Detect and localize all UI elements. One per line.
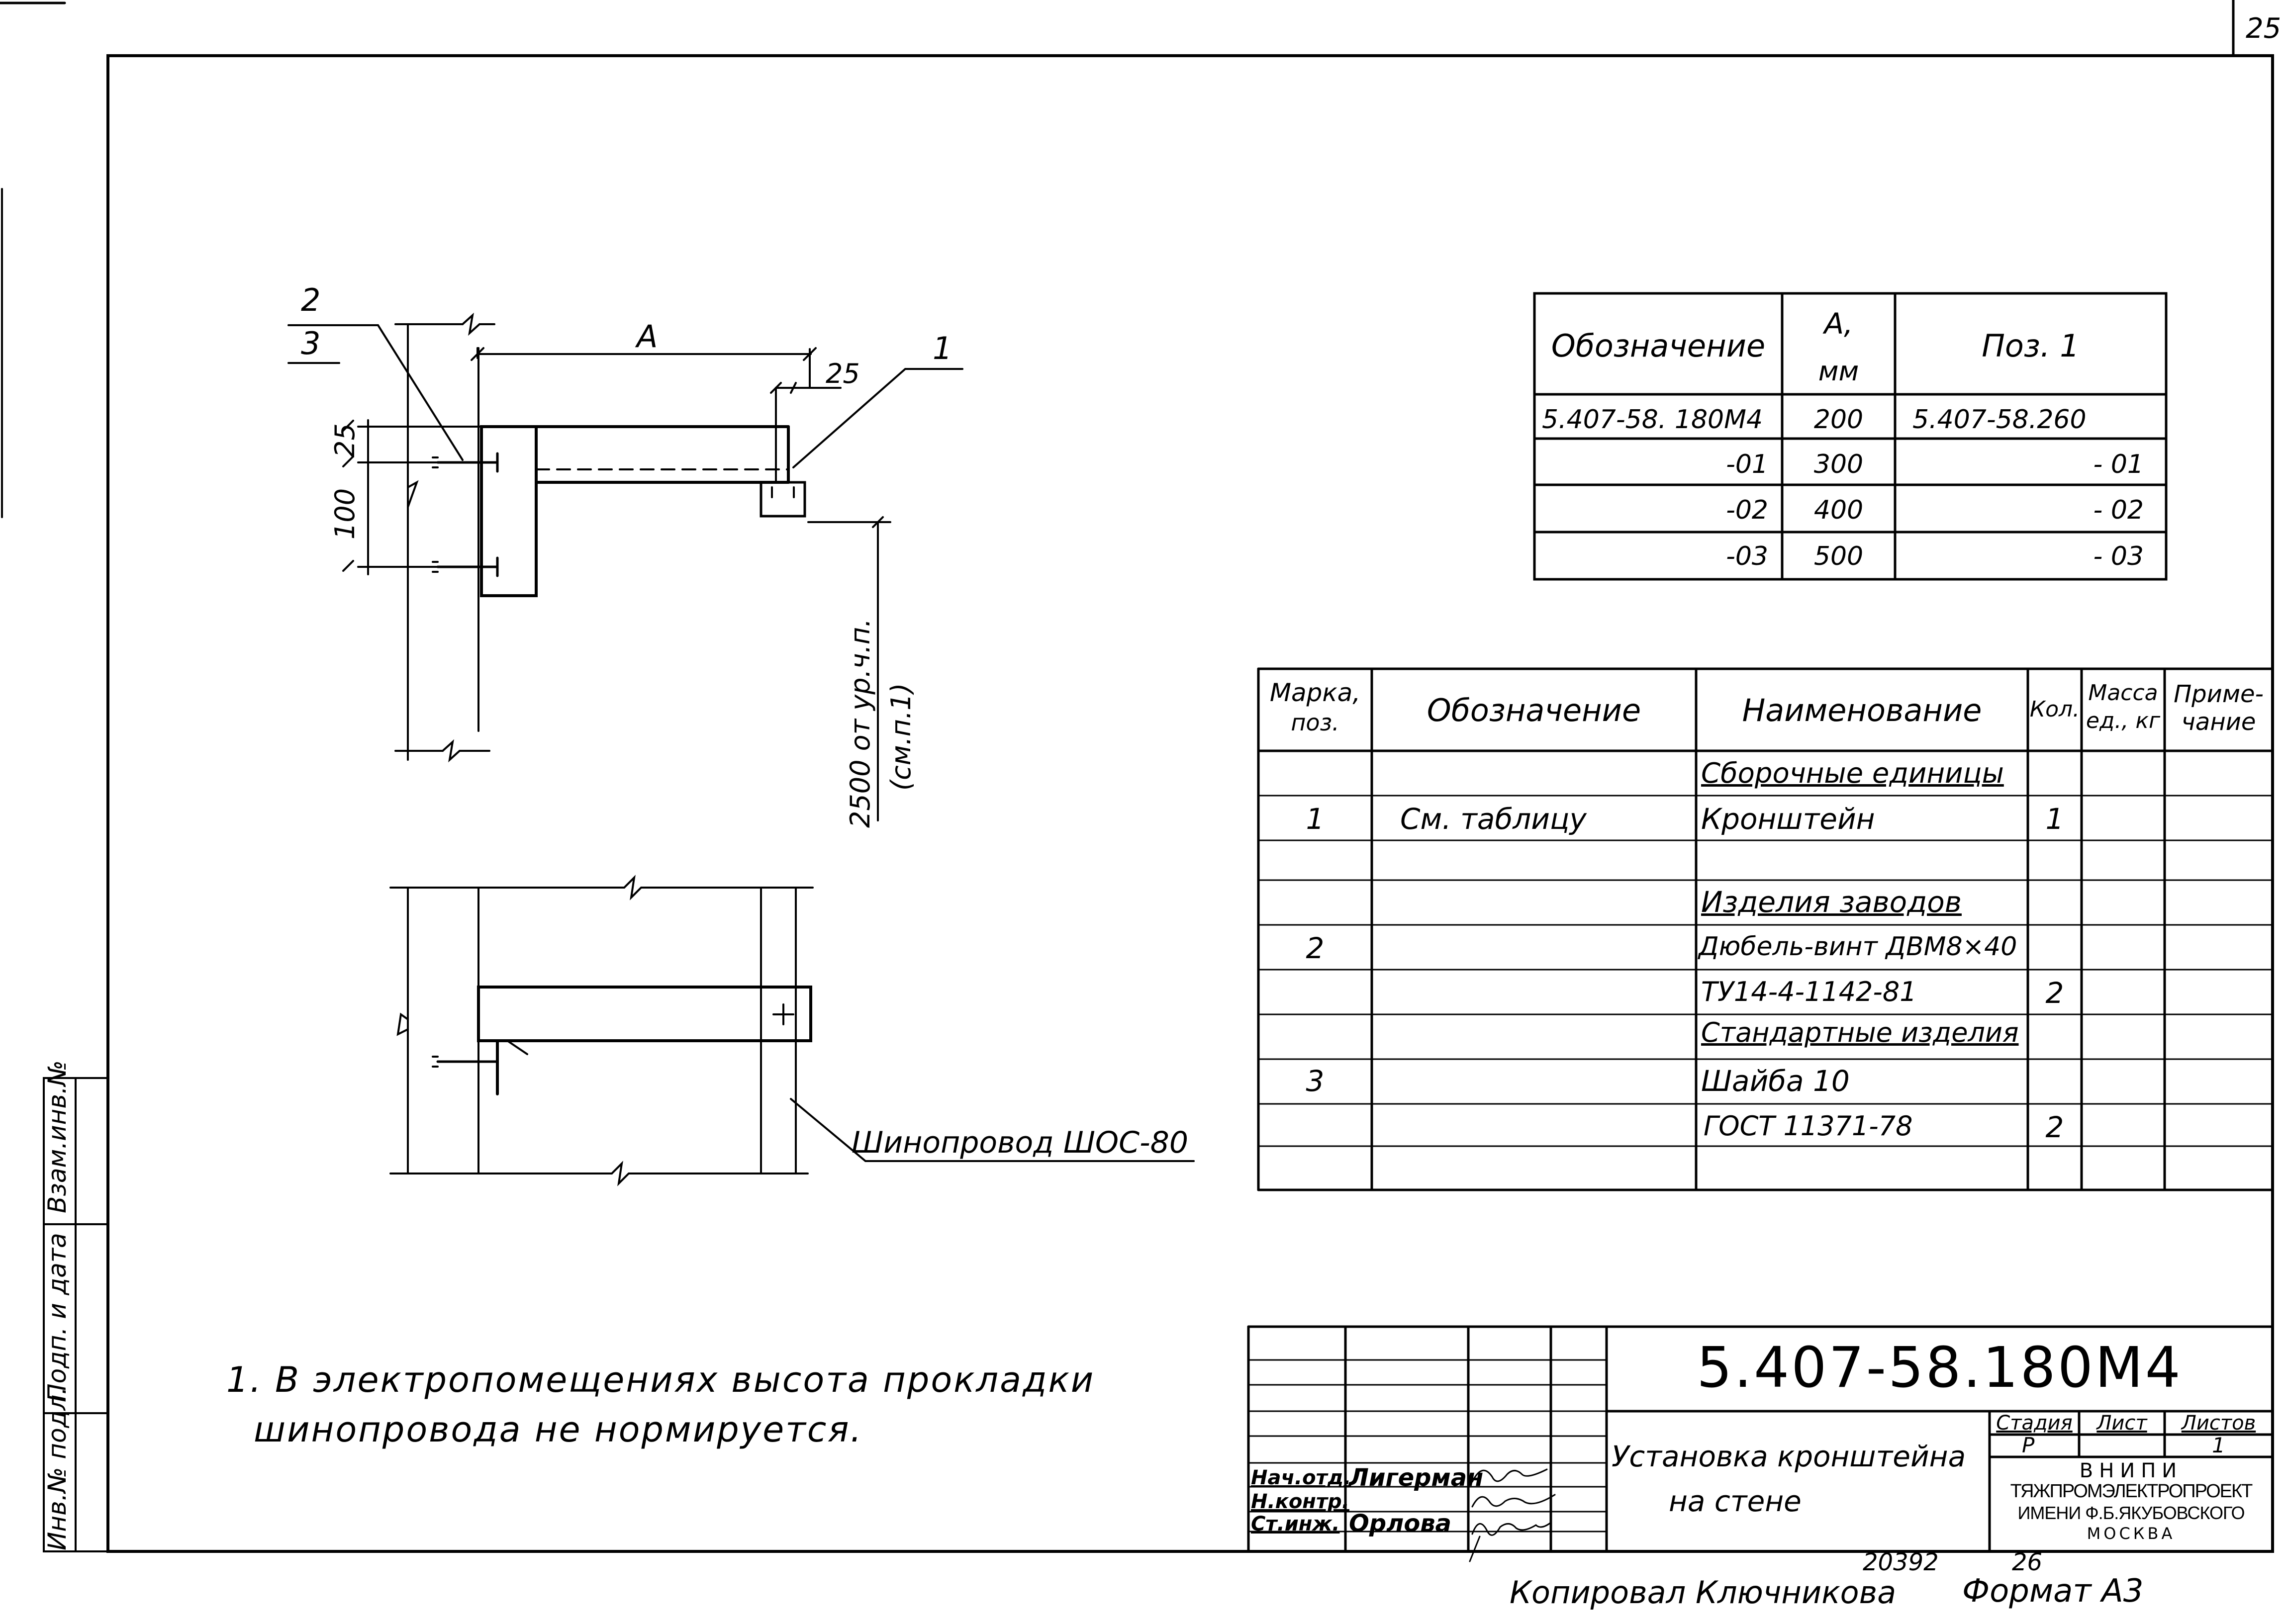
variants-row-0-designation: 5.407-58. 180М4: [1542, 405, 1763, 435]
inner-frame: [106, 54, 2274, 1553]
variants-row-3-pos: - 03: [2093, 541, 2144, 571]
dim-25-top-label: 25: [826, 358, 860, 389]
variants-row-2-pos: - 02: [2093, 495, 2144, 525]
pos-2-label: 2: [301, 282, 320, 318]
title-block-title-line2: на стене: [1669, 1484, 1802, 1518]
spec-row-5-qty: 2: [2045, 976, 2064, 1010]
spec-row-1-designation: См. таблицу: [1400, 802, 1587, 836]
title-block-stage-label: Стадия: [1996, 1412, 2073, 1435]
title-block-role-0: Нач.отд.: [1251, 1466, 1351, 1489]
variants-header-a: А,: [1824, 307, 1853, 341]
variants-header-mm: мм: [1818, 356, 1859, 387]
side-view: [389, 875, 1195, 1186]
side-stamp-field-signature: Подп. и дата: [43, 1233, 72, 1402]
dim-25-left-label: 25: [329, 423, 361, 457]
spec-row-8-name: ГОСТ 11371-78: [1704, 1110, 1913, 1142]
spec-header-mark-line1: Марка,: [1269, 678, 1361, 707]
side-stamp-field-inventory: Инв.№ подл.: [43, 1386, 72, 1550]
side-stamp-field-replacement: Взам.инв.№: [43, 1060, 72, 1213]
title-block-sheets-label: Листов: [2181, 1412, 2256, 1435]
spec-row-7-name: Шайба 10: [1701, 1064, 1850, 1098]
spec-row-3-name: Изделия заводов: [1701, 885, 1962, 919]
spec-table-grid: [1257, 667, 2274, 1191]
variants-row-1-designation: -01: [1726, 450, 1768, 479]
spec-row-1-name: Кронштейн: [1701, 802, 1875, 836]
variants-header-designation: Обозначение: [1551, 328, 1766, 364]
variants-row-2-designation: -02: [1726, 495, 1768, 525]
archive-number: 20392: [1863, 1548, 1939, 1576]
variants-row-3-designation: -03: [1726, 541, 1768, 571]
note-line-2: шинопровода не нормируется.: [254, 1409, 863, 1450]
variants-row-1-pos: - 01: [2093, 450, 2144, 479]
copied-by: Копировал Ключникова: [1510, 1574, 1897, 1611]
busbar-label: Шинопровод ШОС-80: [852, 1125, 1188, 1160]
spec-header-mass-line1: Масса: [2088, 680, 2158, 706]
spec-header-name: Наименование: [1742, 692, 1982, 728]
title-block-stage-value: Р: [2022, 1433, 2035, 1457]
dim-100-label: 100: [329, 488, 361, 540]
variants-row-3-a: 500: [1813, 541, 1864, 571]
spec-row-4-mark: 2: [1306, 931, 1325, 965]
pos-1-label: 1: [933, 330, 952, 366]
spec-row-8-qty: 2: [2045, 1110, 2064, 1144]
title-block-role-1: Н.контр.: [1251, 1490, 1349, 1513]
title-block-sheet-label: Лист: [2096, 1412, 2147, 1435]
spec-row-5-name: ТУ14-4-1142-81: [1701, 976, 1917, 1007]
title-block-title-line1: Установка кронштейна: [1612, 1440, 1966, 1473]
title-block-role-2: Ст.инж.: [1251, 1513, 1340, 1535]
side-stamp-grid: [43, 1077, 109, 1552]
spec-header-qty: Кол.: [2029, 697, 2080, 722]
top-view: [287, 312, 963, 821]
spec-row-4-name: Дюбель-винт ДВМ8×40: [1699, 932, 2017, 962]
variants-row-0-a: 200: [1813, 405, 1864, 435]
title-block-sheets-value: 1: [2212, 1433, 2225, 1457]
spec-row-7-mark: 3: [1306, 1064, 1325, 1098]
height-note-line2: (см.п.1): [885, 683, 917, 791]
sheet-number: 25: [2246, 12, 2282, 45]
page-number: 26: [2012, 1548, 2043, 1576]
spec-header-note-line1: Приме-: [2174, 680, 2264, 708]
title-block-org-line3: ИМЕНИ Ф.Б.ЯКУБОВСКОГО: [2017, 1503, 2245, 1523]
spec-table-row-lines: [1257, 795, 2274, 1147]
title-block-grid: [1247, 1325, 2274, 1553]
spec-header-mark-line2: поз.: [1291, 709, 1339, 736]
format-label: Формат А3: [1962, 1573, 2144, 1610]
spec-header-designation: Обозначение: [1427, 692, 1641, 728]
title-block-org-line1: ВНИПИ: [2079, 1459, 2183, 1482]
note-line-1: 1. В электропомещениях высота прокладки: [226, 1359, 1095, 1400]
variants-row-0-pos: 5.407-58.260: [1912, 405, 2087, 435]
spec-row-6-name: Стандартные изделия: [1701, 1017, 2019, 1048]
variants-row-2-a: 400: [1813, 495, 1864, 525]
spec-row-1-qty: 1: [2045, 802, 2064, 836]
spec-header-note-line2: чание: [2181, 708, 2256, 736]
title-block-name-2: Орлова: [1349, 1510, 1452, 1537]
spec-row-1-mark: 1: [1306, 802, 1325, 836]
dim-a-label: A: [635, 318, 658, 355]
height-note-line1: 2500 от ур.ч.п.: [845, 619, 876, 828]
pos-3-label: 3: [301, 325, 320, 361]
variants-row-1-a: 300: [1813, 450, 1864, 479]
title-block-org-line2: ТЯЖПРОМЭЛЕКТРОПРОЕКТ: [2010, 1481, 2253, 1502]
variants-table-grid: [1533, 292, 2168, 581]
spec-header-mass-line2: ед., кг: [2086, 708, 2161, 733]
variants-header-pos: Поз. 1: [1982, 328, 2080, 364]
signature-marks: [1469, 1468, 1556, 1562]
title-block-rows: [1247, 1359, 1608, 1533]
title-block-org-line4: МОСКВА: [2087, 1524, 2176, 1543]
spec-row-0-name: Сборочные единицы: [1701, 757, 2004, 790]
title-block-name-0: Лигерман: [1349, 1464, 1484, 1492]
title-block-code: 5.407-58.180М4: [1697, 1336, 2183, 1400]
